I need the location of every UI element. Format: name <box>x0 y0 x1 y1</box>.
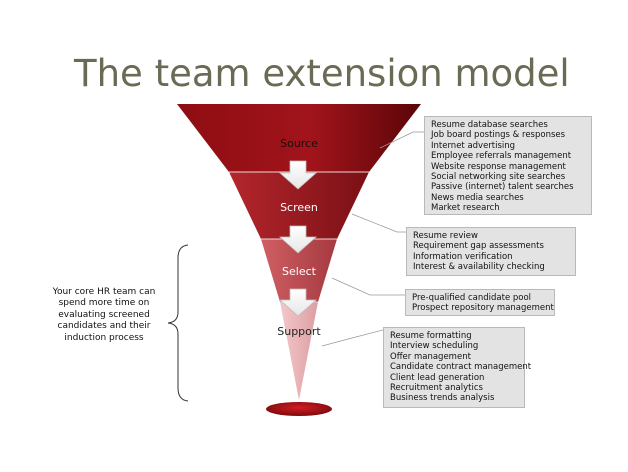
source-activities-box: Resume database searches Job board posti… <box>424 116 592 215</box>
list-item: Employee referrals management <box>431 151 572 162</box>
list-item: Client lead generation <box>390 372 485 383</box>
page-title: The team extension model <box>74 52 570 95</box>
connector-line <box>379 131 424 149</box>
list-item: Internet advertising <box>431 140 516 151</box>
list-item: Resume formatting <box>390 331 472 341</box>
funnel-segment-screen <box>229 172 369 239</box>
funnel-segment-select <box>261 239 337 302</box>
list-item: Resume database searches <box>431 120 548 130</box>
funnel-segment-support <box>280 302 318 400</box>
list-item: Prospect repository management <box>412 303 554 314</box>
list-item: Offer management <box>390 351 471 362</box>
down-arrow-icon <box>278 225 318 254</box>
list-item: News media searches <box>431 192 524 203</box>
support-activities-box: Resume formatting Interview scheduling O… <box>383 327 532 408</box>
list-item: Interest & availability checking <box>413 262 545 273</box>
connector-line <box>331 277 405 296</box>
list-item: Business trends analysis <box>390 393 495 404</box>
connector-line <box>321 329 384 347</box>
connector-line <box>351 213 406 233</box>
screen-activities-box: Resume review Requirement gap assessment… <box>406 227 576 276</box>
stage-label-source: Source <box>280 137 318 150</box>
funnel-segment-source <box>177 104 421 172</box>
funnel-base-disc <box>266 402 332 416</box>
list-item: Social networking site searches <box>431 172 566 183</box>
list-item: Pre-qualified candidate pool <box>412 293 532 303</box>
stage-label-select: Select <box>282 265 317 278</box>
stage-label-support: Support <box>277 325 321 338</box>
list-item: Passive (internet) talent searches <box>431 182 574 193</box>
down-arrow-icon <box>278 160 318 190</box>
list-item: Recruitment analytics <box>390 383 483 394</box>
list-item: Resume review <box>413 231 478 241</box>
list-item: Interview scheduling <box>390 341 479 352</box>
select-activities-box: Pre-qualified candidate pool Prospect re… <box>405 289 555 316</box>
list-item: Job board postings & responses <box>431 130 566 141</box>
list-item: Website response management <box>431 161 566 172</box>
curly-brace <box>167 244 189 402</box>
stage-label-screen: Screen <box>280 201 318 214</box>
list-item: Candidate contract management <box>390 362 532 373</box>
list-item: Information verification <box>413 251 513 262</box>
list-item: Requirement gap assessments <box>413 241 544 252</box>
side-note: Your core HR team can spend more time on… <box>52 287 156 343</box>
list-item: Market research <box>431 203 500 214</box>
down-arrow-icon <box>278 288 318 317</box>
